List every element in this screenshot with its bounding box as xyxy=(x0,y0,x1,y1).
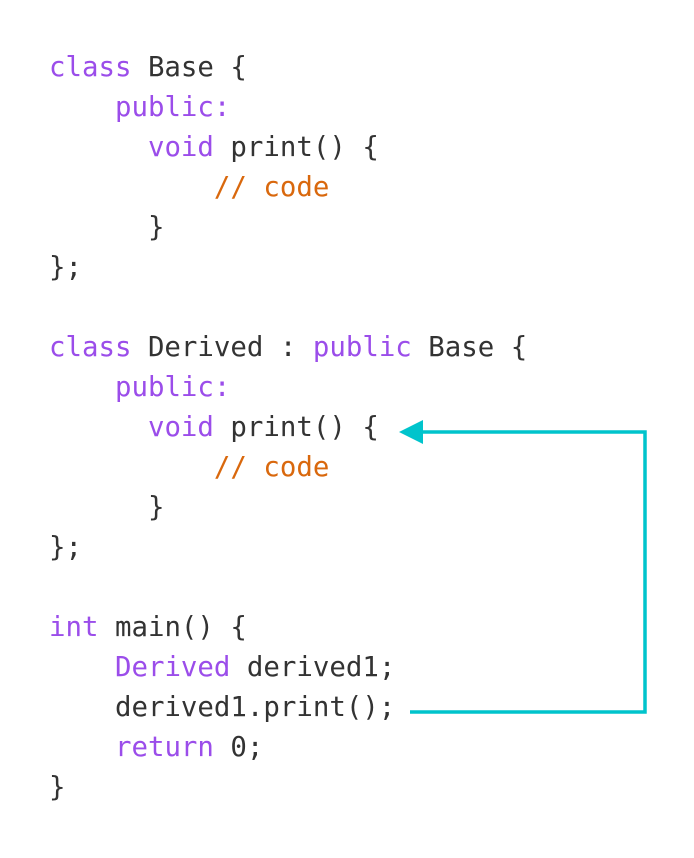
code-line: void print() { xyxy=(49,408,527,448)
code-line: }; xyxy=(49,528,527,568)
code-line: } xyxy=(49,488,527,528)
code-line: } xyxy=(49,768,527,808)
code-text: derived1; xyxy=(230,652,396,683)
code-line: } xyxy=(49,208,527,248)
code-keyword: public: xyxy=(114,92,231,123)
code-text: main() { xyxy=(98,612,247,643)
code-block: class Base { public: void print() { // c… xyxy=(49,48,527,808)
code-text: } xyxy=(49,212,165,243)
code-text: }; xyxy=(49,532,82,563)
code-text: } xyxy=(49,772,66,803)
code-text: 0; xyxy=(213,732,264,763)
code-text: }; xyxy=(49,252,82,283)
code-line: // code xyxy=(49,168,527,208)
code-comment: // code xyxy=(213,452,330,483)
code-text: } xyxy=(49,492,165,523)
code-line: derived1.print(); xyxy=(49,688,527,728)
code-line: // code xyxy=(49,448,527,488)
code-line: return 0; xyxy=(49,728,527,768)
arrow-connector-line xyxy=(410,430,647,714)
code-text: Base { xyxy=(411,332,528,363)
code-keyword: void xyxy=(147,132,214,163)
code-text: Derived : xyxy=(131,332,313,363)
code-keyword: Derived xyxy=(114,652,231,683)
code-line: }; xyxy=(49,248,527,288)
code-keyword: public xyxy=(312,332,412,363)
code-line: class Derived : public Base { xyxy=(49,328,527,368)
code-keyword: public: xyxy=(114,372,231,403)
code-line: int main() { xyxy=(49,608,527,648)
code-keyword: class xyxy=(49,52,132,83)
code-line: public: xyxy=(49,368,527,408)
code-text: print() { xyxy=(213,412,379,443)
code-text: derived1.print(); xyxy=(49,692,396,723)
code-line: Derived derived1; xyxy=(49,648,527,688)
code-keyword: return xyxy=(114,732,214,763)
code-keyword: int xyxy=(49,612,99,643)
code-text: print() { xyxy=(213,132,379,163)
code-line: public: xyxy=(49,88,527,128)
code-keyword: void xyxy=(147,412,214,443)
arrowhead-left-icon xyxy=(399,420,423,444)
code-line: class Base { xyxy=(49,48,527,88)
code-keyword: class xyxy=(49,332,132,363)
code-text: Base { xyxy=(131,52,247,83)
code-comment: // code xyxy=(213,172,330,203)
code-line: void print() { xyxy=(49,128,527,168)
